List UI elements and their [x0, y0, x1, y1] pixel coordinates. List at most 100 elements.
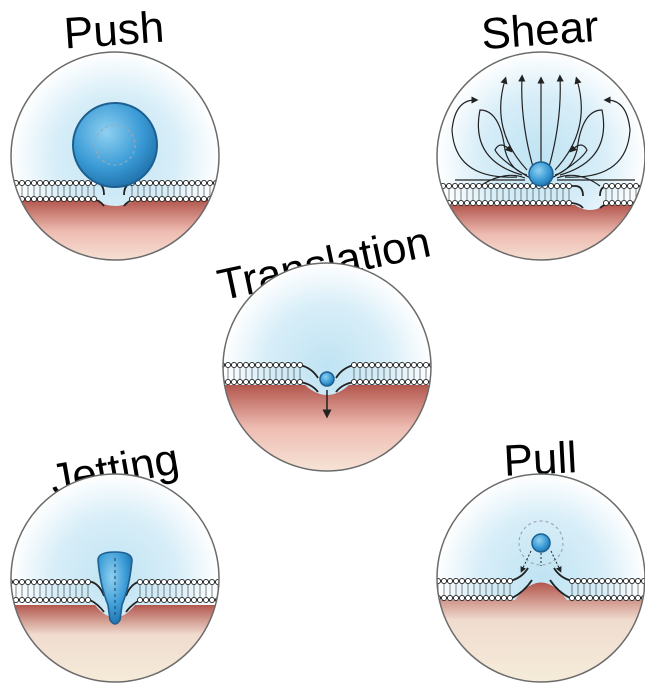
lipid-head — [219, 196, 224, 201]
lipid-head — [43, 579, 48, 584]
lipid-head — [153, 196, 158, 201]
lipid-head — [231, 362, 236, 367]
lipid-head — [155, 597, 160, 602]
lipid-head — [603, 183, 608, 188]
lipid-head — [482, 200, 487, 205]
lipid-head — [512, 183, 517, 188]
lipid-head — [37, 180, 42, 185]
lipid-head — [593, 578, 598, 583]
lipid-head — [191, 579, 196, 584]
lipid-head — [489, 595, 494, 600]
lipid-head — [141, 196, 146, 201]
lipid-head — [609, 200, 614, 205]
lipid-head — [621, 183, 626, 188]
lipid-head — [249, 362, 254, 367]
lipid-head — [225, 379, 230, 384]
shear-panel: Shear — [430, 2, 645, 270]
push-panel: Push — [0, 3, 230, 270]
lipid-head — [587, 595, 592, 600]
lipid-head — [231, 379, 236, 384]
lipid-head — [357, 362, 362, 367]
lipid-head — [37, 196, 42, 201]
lipid-head — [605, 578, 610, 583]
lipid-head — [177, 180, 182, 185]
lipid-head — [635, 595, 640, 600]
lipid-head — [399, 379, 404, 384]
lipid-head — [203, 579, 208, 584]
lipid-head — [143, 597, 148, 602]
lipid-head — [273, 362, 278, 367]
lipid-head — [149, 597, 154, 602]
lipid-head — [49, 597, 54, 602]
lipid-head — [452, 200, 457, 205]
lipid-head — [237, 379, 242, 384]
lipid-head — [179, 579, 184, 584]
lipid-head — [452, 183, 457, 188]
lipid-head — [201, 180, 206, 185]
translation-panel: Translation — [213, 217, 440, 480]
lipid-head — [219, 180, 224, 185]
lipid-head — [85, 579, 90, 584]
lipid-head — [603, 200, 608, 205]
lipid-head — [25, 180, 30, 185]
lipid-head — [61, 196, 66, 201]
lipid-head — [495, 595, 500, 600]
lipid-head — [524, 183, 529, 188]
lipid-head — [357, 379, 362, 384]
lipid-head — [435, 578, 440, 583]
lipid-head — [387, 379, 392, 384]
lipid-head — [453, 595, 458, 600]
lipid-head — [179, 597, 184, 602]
lipid-head — [633, 183, 638, 188]
lipid-head — [49, 579, 54, 584]
lipid-head — [61, 597, 66, 602]
lipid-head — [417, 362, 422, 367]
lipid-head — [173, 597, 178, 602]
lipid-head — [255, 362, 260, 367]
lipid-head — [471, 595, 476, 600]
lipid-head — [79, 180, 84, 185]
lipid-head — [55, 196, 60, 201]
lipid-head — [189, 180, 194, 185]
lipid-head — [165, 196, 170, 201]
lipid-head — [477, 578, 482, 583]
lipid-head — [530, 200, 535, 205]
lipid-head — [434, 200, 439, 205]
lipid-head — [7, 597, 12, 602]
lipid-head — [471, 578, 476, 583]
lipid-head — [621, 200, 626, 205]
lipid-head — [609, 183, 614, 188]
lipid-head — [61, 180, 66, 185]
pull-panel: Pull — [430, 433, 645, 683]
lipid-head — [149, 579, 154, 584]
lipid-head — [483, 578, 488, 583]
lipid-head — [185, 579, 190, 584]
lipid-head — [375, 379, 380, 384]
lipid-head — [165, 180, 170, 185]
pull-bubble — [532, 534, 550, 552]
lipid-head — [494, 200, 499, 205]
lipid-head — [581, 578, 586, 583]
lipid-head — [405, 379, 410, 384]
lipid-head — [605, 595, 610, 600]
lipid-head — [161, 597, 166, 602]
lipid-head — [19, 597, 24, 602]
lipid-head — [524, 200, 529, 205]
lipid-head — [209, 597, 214, 602]
lipid-head — [627, 200, 632, 205]
lipid-head — [635, 578, 640, 583]
lipid-head — [13, 196, 18, 201]
lipid-head — [351, 379, 356, 384]
lipid-head — [189, 196, 194, 201]
lipid-head — [137, 597, 142, 602]
lipid-head — [575, 578, 580, 583]
lipid-head — [43, 597, 48, 602]
lipid-head — [623, 595, 628, 600]
lipid-head — [7, 196, 12, 201]
lipid-head — [446, 183, 451, 188]
lipid-head — [351, 362, 356, 367]
lipid-head — [615, 200, 620, 205]
lipid-head — [73, 196, 78, 201]
lipid-head — [129, 196, 134, 201]
lipid-head — [291, 362, 296, 367]
